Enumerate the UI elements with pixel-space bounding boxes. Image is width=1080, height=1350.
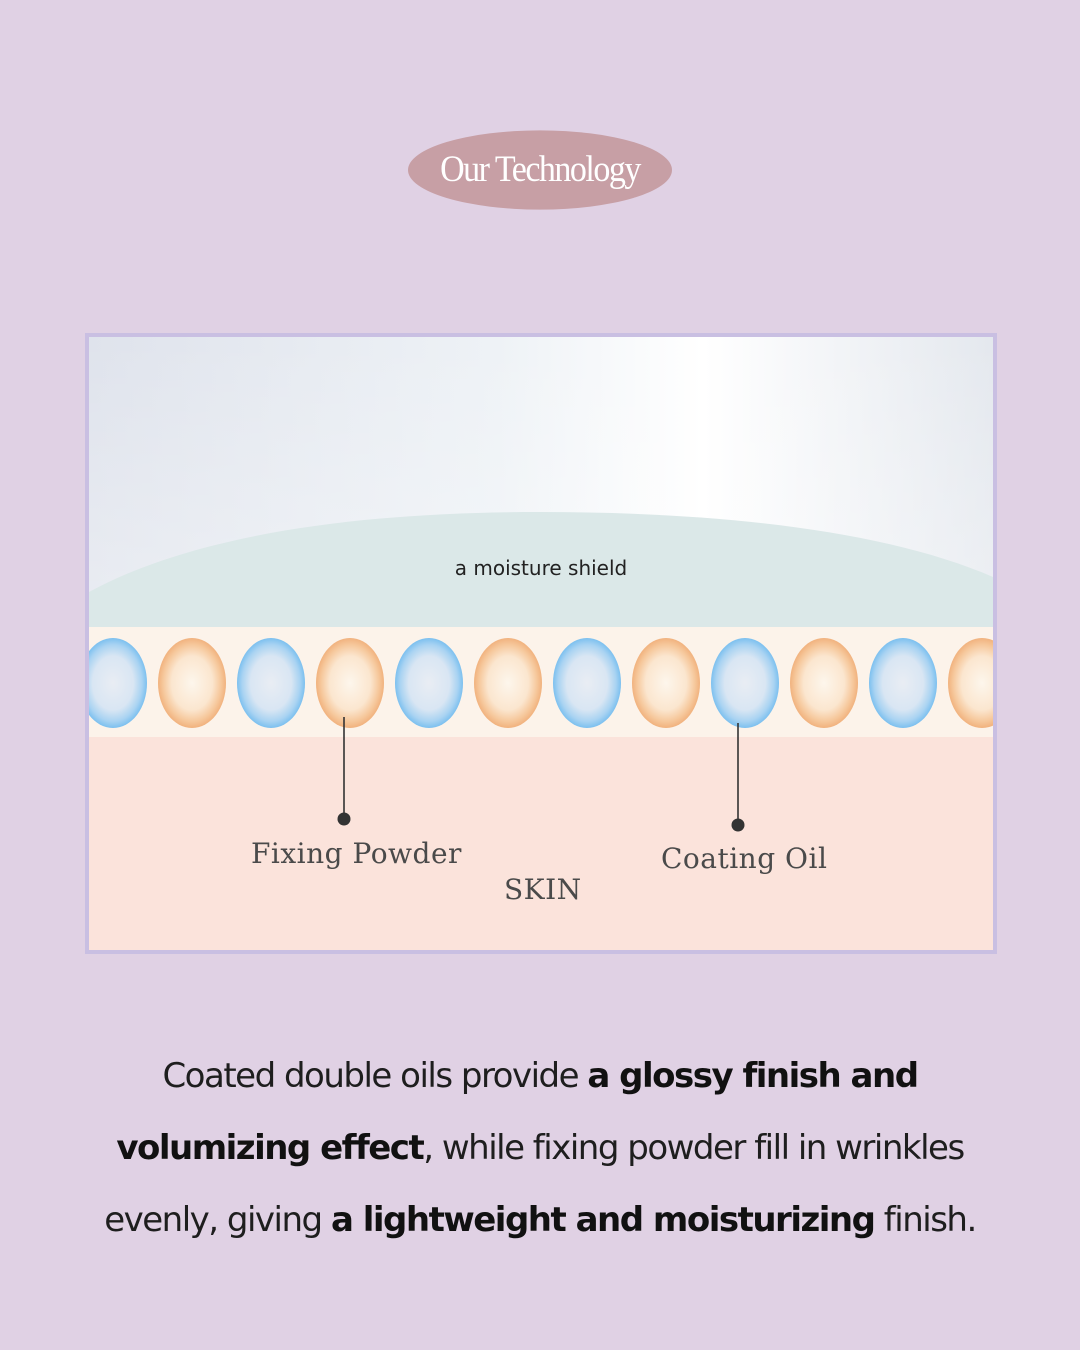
description-highlight: a glossy finish and xyxy=(587,1056,919,1096)
fixing-powder-particle xyxy=(632,638,700,728)
technology-description: Coated double oils provide a glossy fini… xyxy=(60,1040,1020,1256)
our-technology-badge: Our Technology xyxy=(408,130,672,210)
description-highlight: a lightweight and moisturizing xyxy=(330,1200,876,1240)
description-line-1: Coated double oils provide a glossy fini… xyxy=(60,1040,1020,1112)
skin-label: SKIN xyxy=(504,873,582,906)
fixing-powder-particle xyxy=(948,638,993,728)
moisture-shield-layer xyxy=(89,512,993,632)
coating-oil-particle xyxy=(237,638,305,728)
fixing-powder-particle xyxy=(474,638,542,728)
layer-illustration xyxy=(89,337,993,950)
fixing-powder-particle xyxy=(790,638,858,728)
coating-oil-particle xyxy=(395,638,463,728)
description-text: finish. xyxy=(874,1200,978,1240)
skin-layer xyxy=(89,737,993,950)
coating-oil-particle xyxy=(553,638,621,728)
coating-oil-pointer-dot xyxy=(731,818,745,832)
description-highlight: volumizing effect xyxy=(116,1128,424,1168)
fixing-powder-particle xyxy=(316,638,384,728)
description-text: evenly, giving xyxy=(104,1200,331,1240)
badge-text: Our Technology xyxy=(440,149,641,190)
description-text: Coated double oils provide xyxy=(162,1056,588,1096)
coating-oil-label: Coating Oil xyxy=(661,842,828,875)
technology-diagram: a moisture shield Fixing Powder Coating … xyxy=(85,333,997,954)
fixing-powder-particle xyxy=(158,638,226,728)
fixing-powder-label: Fixing Powder xyxy=(251,837,462,870)
description-line-3: evenly, giving a lightweight and moistur… xyxy=(60,1184,1020,1256)
particle-row xyxy=(89,638,993,728)
moisture-shield-label: a moisture shield xyxy=(454,556,628,580)
coating-oil-particle xyxy=(711,638,779,728)
description-line-2: volumizing effect, while fixing powder f… xyxy=(60,1112,1020,1184)
description-text: , while fixing powder fill in wrinkles xyxy=(423,1128,965,1168)
coating-oil-particle xyxy=(89,638,147,728)
coating-oil-particle xyxy=(869,638,937,728)
fixing-powder-pointer-dot xyxy=(337,812,351,826)
